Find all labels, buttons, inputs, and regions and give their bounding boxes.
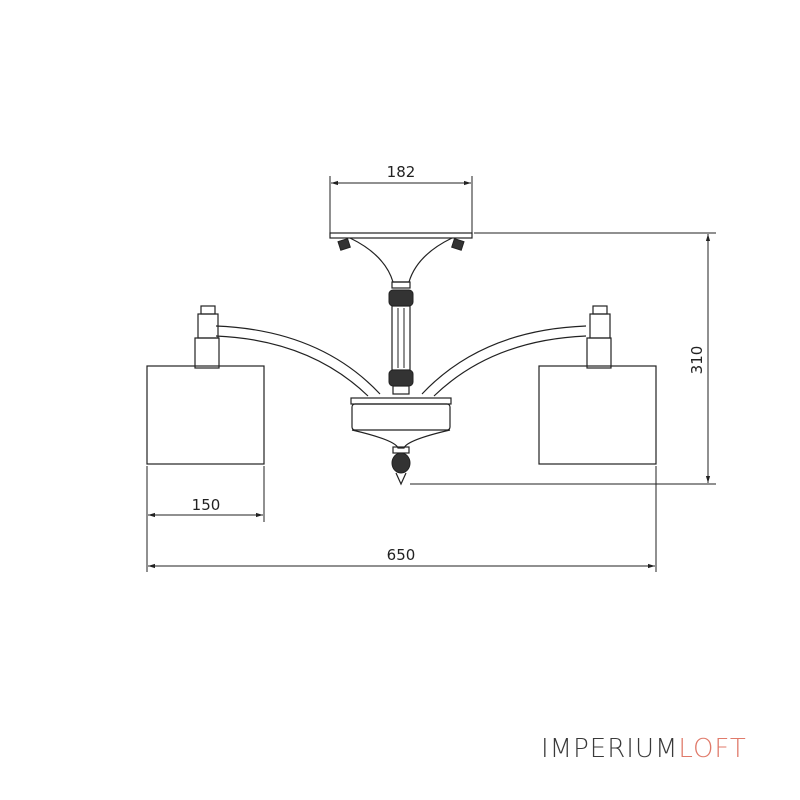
height-dimension: 310 [410,232,716,485]
height-label: 310 [688,346,706,375]
overall-width-dimension: 650 [146,466,657,572]
shade-width-dimension: 150 [146,466,265,522]
chandelier [146,232,657,486]
left-lamp-shade [146,365,265,465]
canopy-screw-left [337,238,351,251]
canopy-screw-right [451,238,465,251]
right-lamp-shade [538,365,657,465]
canopy-width-dimension: 182 [329,163,473,233]
canopy-width-label: 182 [387,163,416,181]
left-lamp [146,305,265,465]
brand-logo-part2: LOFT [678,734,747,764]
shade-width-label: 150 [192,496,221,514]
brand-logo-part1: IMPERIUM [541,734,679,764]
brand-logo: IMPERIUMLOFT [541,734,747,764]
right-lamp [538,305,657,465]
overall-width-label: 650 [387,546,416,564]
